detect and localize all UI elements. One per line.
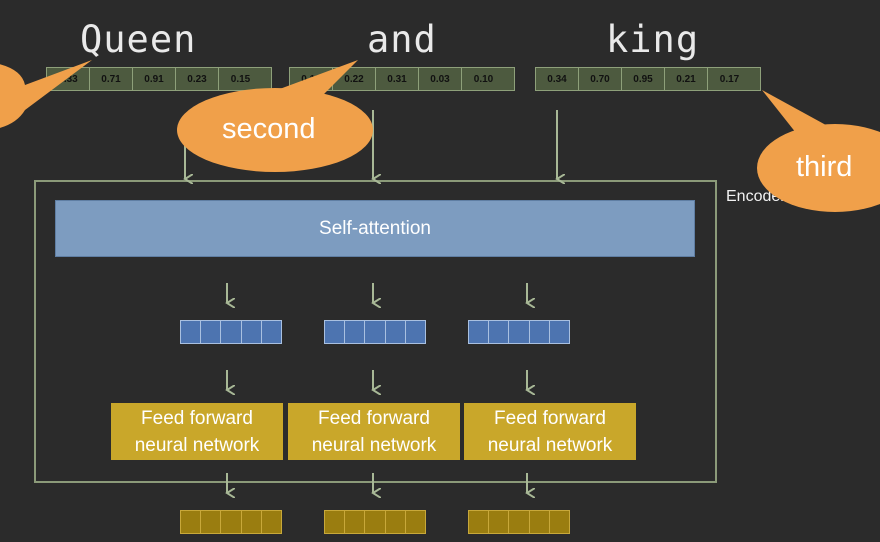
embedding-value: 0.34 <box>536 68 579 90</box>
callout-second-bubble <box>177 88 373 172</box>
embedding-value: 0.71 <box>90 68 133 90</box>
feed-forward-network-3: Feed forward neural network <box>464 403 636 460</box>
embedding-value: 0.31 <box>376 68 419 90</box>
embedding-vector-queen: 0.33 0.71 0.91 0.23 0.15 <box>46 67 272 91</box>
self-attention-layer: Self-attention <box>55 200 695 257</box>
embedding-value: 0.95 <box>622 68 665 90</box>
attention-output-vector-3 <box>468 320 570 344</box>
ffn-label-line1: Feed forward <box>141 407 253 429</box>
embedding-value: 0.03 <box>419 68 462 90</box>
embedding-value: 0.21 <box>665 68 708 90</box>
word-and: and <box>367 18 437 61</box>
embedding-value: 0.33 <box>47 68 90 90</box>
ffn-output-vector-3 <box>468 510 570 534</box>
feed-forward-network-1: Feed forward neural network <box>111 403 283 460</box>
embedding-value: 0.10 <box>473 73 494 85</box>
embedding-vector-king: 0.34 0.70 0.95 0.21 0.17 <box>535 67 761 91</box>
ffn-label-line2: neural network <box>311 434 437 456</box>
callout-third-bubble <box>757 124 880 212</box>
embedding-value: 0.91 <box>133 68 176 90</box>
self-attention-label: Self-attention <box>319 217 431 239</box>
ffn-output-vector-2 <box>324 510 426 534</box>
embedding-value: 0.22 <box>333 68 376 90</box>
embedding-value: 0.17 <box>719 73 740 85</box>
ffn-label-line1: Feed forward <box>318 407 430 429</box>
callout-left-bubble <box>0 60 92 128</box>
callout-third-text: third <box>796 151 853 183</box>
attention-output-vector-1 <box>180 320 282 344</box>
word-queen: Queen <box>80 18 197 61</box>
embedding-value: 0.23 <box>176 68 219 90</box>
ffn-label-line1: Feed forward <box>494 407 606 429</box>
ffn-label-line2: neural network <box>134 434 260 456</box>
ffn-output-vector-1 <box>180 510 282 534</box>
attention-output-vector-2 <box>324 320 426 344</box>
word-king: king <box>606 18 700 61</box>
feed-forward-network-2: Feed forward neural network <box>288 403 460 460</box>
embedding-value: 0.15 <box>230 73 251 85</box>
embedding-value: 0.70 <box>579 68 622 90</box>
callout-second-text: second <box>222 113 316 145</box>
ffn-label-line2: neural network <box>487 434 613 456</box>
